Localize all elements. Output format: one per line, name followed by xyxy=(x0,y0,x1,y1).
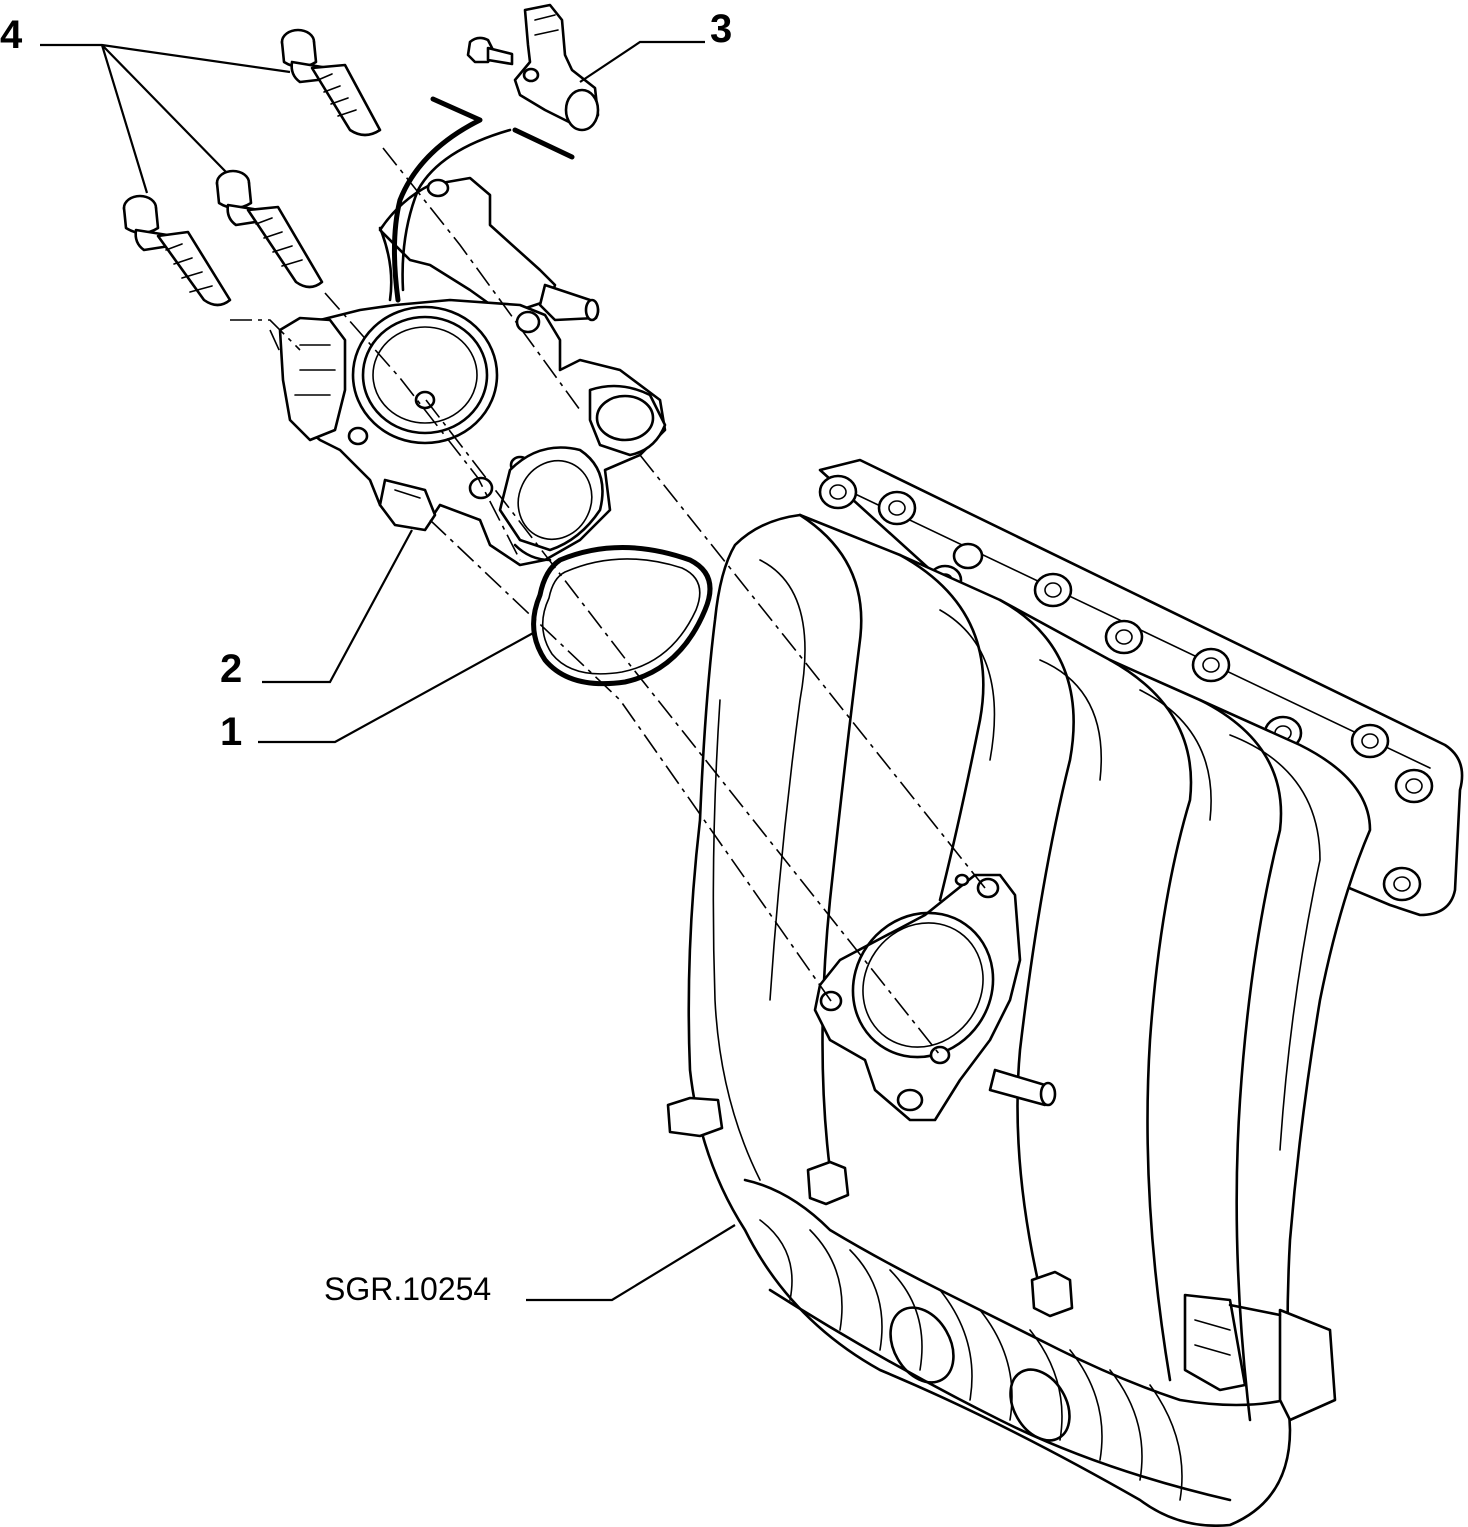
intake-manifold xyxy=(666,458,1464,1527)
hose-band xyxy=(378,96,575,303)
throttle-gasket xyxy=(531,545,713,687)
callout-1: 1 xyxy=(220,710,242,754)
leader-3 xyxy=(579,40,705,83)
leader-ref xyxy=(526,1224,736,1302)
reference-code: SGR.10254 xyxy=(324,1271,491,1307)
callout-2: 2 xyxy=(220,647,242,691)
callout-4: 4 xyxy=(0,13,23,57)
callout-3: 3 xyxy=(710,7,732,51)
leader-2 xyxy=(262,529,413,684)
leader-4 xyxy=(40,43,291,194)
assembly-lines xyxy=(230,147,986,1056)
callout-leaders xyxy=(40,40,736,1302)
idle-air-sensor xyxy=(466,3,600,132)
mounting-bolts xyxy=(122,28,382,307)
bolt-lower xyxy=(122,194,232,307)
bolt-middle xyxy=(215,169,324,289)
bolt-upper xyxy=(280,28,382,137)
leader-1 xyxy=(258,631,536,744)
throttle-body xyxy=(278,176,667,567)
